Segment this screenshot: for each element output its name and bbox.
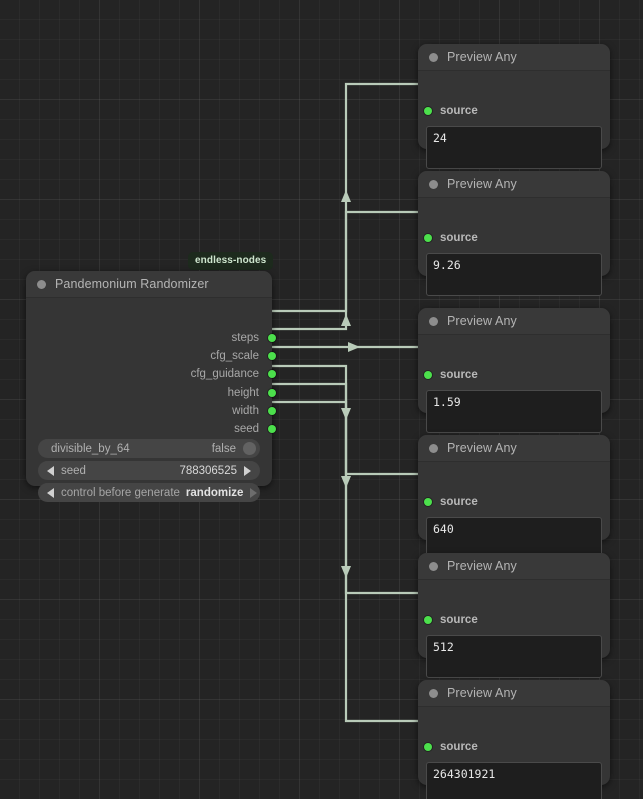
chevron-right-icon[interactable] xyxy=(244,465,251,476)
preview-value-textbox[interactable]: 264301921 xyxy=(426,762,602,799)
chevron-left-icon[interactable] xyxy=(47,465,54,476)
widget-label: control before generate xyxy=(61,486,180,499)
preview-value-textbox[interactable]: 24 xyxy=(426,126,602,169)
widget-value[interactable]: 788306525 xyxy=(179,464,237,477)
input-port-dot[interactable] xyxy=(424,107,432,115)
wire-height xyxy=(266,364,424,476)
chevron-right-icon[interactable] xyxy=(250,487,258,498)
output-port-dot[interactable] xyxy=(268,352,276,360)
node-preview-any-2[interactable]: Preview Any source 9.26 xyxy=(418,171,610,296)
node-preview-any-1[interactable]: Preview Any source 24 xyxy=(418,44,610,169)
divider xyxy=(418,461,610,462)
widget-label: seed xyxy=(61,464,86,477)
node-header[interactable]: Preview Any xyxy=(418,308,610,334)
node-header[interactable]: Preview Any xyxy=(418,553,610,579)
wire-cfg-scale xyxy=(266,210,424,331)
circle-icon[interactable] xyxy=(429,688,438,698)
output-port-dot[interactable] xyxy=(268,425,276,433)
input-slot-source[interactable]: source xyxy=(424,493,478,511)
divider xyxy=(418,197,610,198)
widget-divisible-by-64[interactable]: divisible_by_64 false xyxy=(38,439,260,458)
output-slot-label: width xyxy=(232,405,259,417)
node-header[interactable]: Preview Any xyxy=(418,435,610,461)
input-slot-label: source xyxy=(440,741,478,753)
wire-width xyxy=(266,382,424,595)
widget-value[interactable]: randomize xyxy=(185,486,244,499)
node-title: Preview Any xyxy=(447,559,517,573)
input-slot-source[interactable]: source xyxy=(424,102,478,120)
input-port-dot[interactable] xyxy=(424,498,432,506)
widget-label: divisible_by_64 xyxy=(51,442,130,455)
input-port-dot[interactable] xyxy=(424,234,432,242)
widget-seed[interactable]: seed 788306525 xyxy=(38,461,260,480)
divider xyxy=(26,297,272,298)
divider xyxy=(418,579,610,580)
preview-value-textbox[interactable]: 640 xyxy=(426,517,602,560)
node-preview-any-3[interactable]: Preview Any source 1.59 xyxy=(418,308,610,433)
node-header[interactable]: Preview Any xyxy=(418,680,610,706)
wire-steps xyxy=(266,82,424,313)
output-slot-label: seed xyxy=(234,423,259,435)
input-slot-label: source xyxy=(440,369,478,381)
input-port-dot[interactable] xyxy=(424,371,432,379)
input-slot-source[interactable]: source xyxy=(424,229,478,247)
input-slot-label: source xyxy=(440,614,478,626)
node-title: Preview Any xyxy=(447,177,517,191)
output-port-dot[interactable] xyxy=(268,389,276,397)
input-slot-label: source xyxy=(440,105,478,117)
output-port-dot[interactable] xyxy=(268,370,276,378)
preview-value-textbox[interactable]: 1.59 xyxy=(426,390,602,433)
divider xyxy=(418,334,610,335)
input-slot-label: source xyxy=(440,496,478,508)
widget-control-before-generate[interactable]: control before generate randomize xyxy=(38,483,260,502)
toggle-knob-icon[interactable] xyxy=(243,442,256,455)
widget-value: false xyxy=(211,442,236,455)
output-slot-width[interactable]: width xyxy=(26,402,276,420)
circle-icon[interactable] xyxy=(429,561,438,571)
input-slot-source[interactable]: source xyxy=(424,366,478,384)
preview-value-textbox[interactable]: 512 xyxy=(426,635,602,678)
node-preview-any-5[interactable]: Preview Any source 512 xyxy=(418,553,610,678)
node-header[interactable]: Pandemonium Randomizer xyxy=(26,271,272,297)
circle-icon[interactable] xyxy=(429,52,438,62)
output-slot-cfg-scale[interactable]: cfg_scale xyxy=(26,347,276,365)
input-slot-source[interactable]: source xyxy=(424,738,478,756)
node-title: Preview Any xyxy=(447,686,517,700)
output-port-dot[interactable] xyxy=(268,407,276,415)
preview-value-textbox[interactable]: 9.26 xyxy=(426,253,602,296)
circle-icon[interactable] xyxy=(429,443,438,453)
input-port-dot[interactable] xyxy=(424,616,432,624)
output-slot-seed[interactable]: seed xyxy=(26,420,276,438)
node-pandemonium-randomizer[interactable]: Pandemonium Randomizer steps cfg_scale c… xyxy=(26,271,276,502)
node-title: Preview Any xyxy=(447,50,517,64)
input-port-dot[interactable] xyxy=(424,743,432,751)
output-port-dot[interactable] xyxy=(268,334,276,342)
circle-icon[interactable] xyxy=(429,316,438,326)
node-header[interactable]: Preview Any xyxy=(418,44,610,70)
divider xyxy=(418,70,610,71)
output-slot-label: cfg_scale xyxy=(210,350,259,362)
circle-icon[interactable] xyxy=(429,179,438,189)
output-slot-height[interactable]: height xyxy=(26,384,276,402)
node-title: Preview Any xyxy=(447,314,517,328)
input-slot-label: source xyxy=(440,232,478,244)
input-slot-source[interactable]: source xyxy=(424,611,478,629)
node-title: Pandemonium Randomizer xyxy=(55,277,209,291)
chevron-left-icon[interactable] xyxy=(47,487,54,498)
node-title: Preview Any xyxy=(447,441,517,455)
output-slot-steps[interactable]: steps xyxy=(26,329,276,347)
divider xyxy=(418,706,610,707)
output-slot-label: steps xyxy=(231,332,260,344)
output-slot-label: height xyxy=(227,387,259,399)
node-pack-badge: endless-nodes xyxy=(188,252,274,270)
output-slot-label: cfg_guidance xyxy=(190,368,259,380)
wire-direction-arrows xyxy=(341,190,360,578)
wire-seed xyxy=(266,400,424,723)
node-header[interactable]: Preview Any xyxy=(418,171,610,197)
node-preview-any-4[interactable]: Preview Any source 640 xyxy=(418,435,610,560)
node-preview-any-6[interactable]: Preview Any source 264301921 xyxy=(418,680,610,799)
output-slot-cfg-guidance[interactable]: cfg_guidance xyxy=(26,365,276,383)
circle-icon[interactable] xyxy=(37,279,46,289)
